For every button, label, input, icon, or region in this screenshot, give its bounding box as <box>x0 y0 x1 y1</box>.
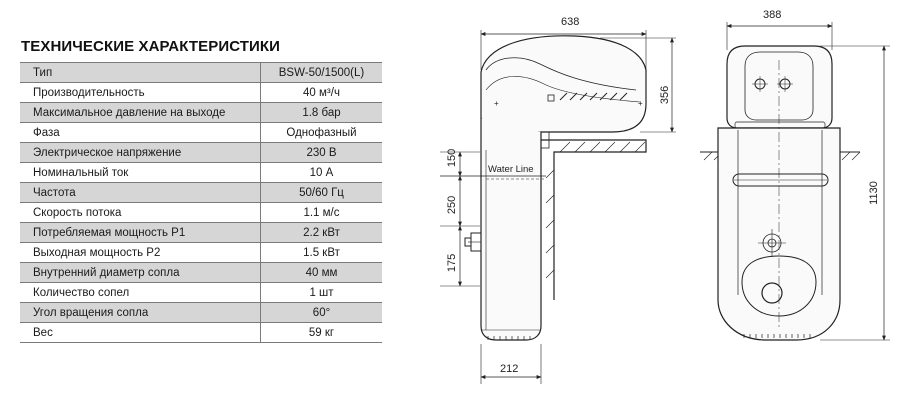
spec-value: 60° <box>260 302 382 323</box>
spec-label: Производительность <box>20 82 261 103</box>
spec-label: Частота <box>20 182 261 203</box>
spec-label: Вес <box>20 322 261 343</box>
spec-value: 1 шт <box>260 282 382 303</box>
svg-text:+: + <box>638 99 643 108</box>
spec-label: Максимальное давление на выходе <box>20 102 261 123</box>
spec-label: Скорость потока <box>20 202 261 223</box>
spec-label: Потребляемая мощность P1 <box>20 222 261 243</box>
spec-value: 59 кг <box>260 322 382 343</box>
dim-side-height: 356 <box>659 86 671 104</box>
dim-front-width: 388 <box>763 9 781 21</box>
specs-title: ТЕХНИЧЕСКИЕ ХАРАКТЕРИСТИКИ <box>21 38 281 55</box>
spec-label: Угол вращения сопла <box>20 302 261 323</box>
spec-label: Тип <box>20 62 261 83</box>
dim-150: 150 <box>446 149 458 167</box>
spec-value: 230 В <box>260 142 382 163</box>
dim-175: 175 <box>446 254 458 272</box>
spec-value: 1.1 м/с <box>260 202 382 223</box>
side-view: + + <box>440 30 676 384</box>
spec-value: 1.5 кВт <box>260 242 382 263</box>
spec-value: 40 мм <box>260 262 382 283</box>
water-line-label: Water Line <box>488 164 534 175</box>
svg-text:+: + <box>494 99 499 108</box>
spec-value: 1.8 бар <box>260 102 382 123</box>
spec-label: Выходная мощность P2 <box>20 242 261 263</box>
spec-label: Фаза <box>20 122 261 143</box>
spec-value: 50/60 Гц <box>260 182 382 203</box>
front-view <box>700 22 890 341</box>
spec-label: Номинальный ток <box>20 162 261 183</box>
dim-250: 250 <box>446 196 458 214</box>
dim-front-height: 1130 <box>868 181 880 205</box>
spec-label: Внутренний диаметр сопла <box>20 262 261 283</box>
spec-label: Электрическое напряжение <box>20 142 261 163</box>
dim-side-width: 638 <box>561 16 579 28</box>
dim-bottom-width: 212 <box>500 363 518 375</box>
spec-value: BSW-50/1500(L) <box>260 62 382 83</box>
